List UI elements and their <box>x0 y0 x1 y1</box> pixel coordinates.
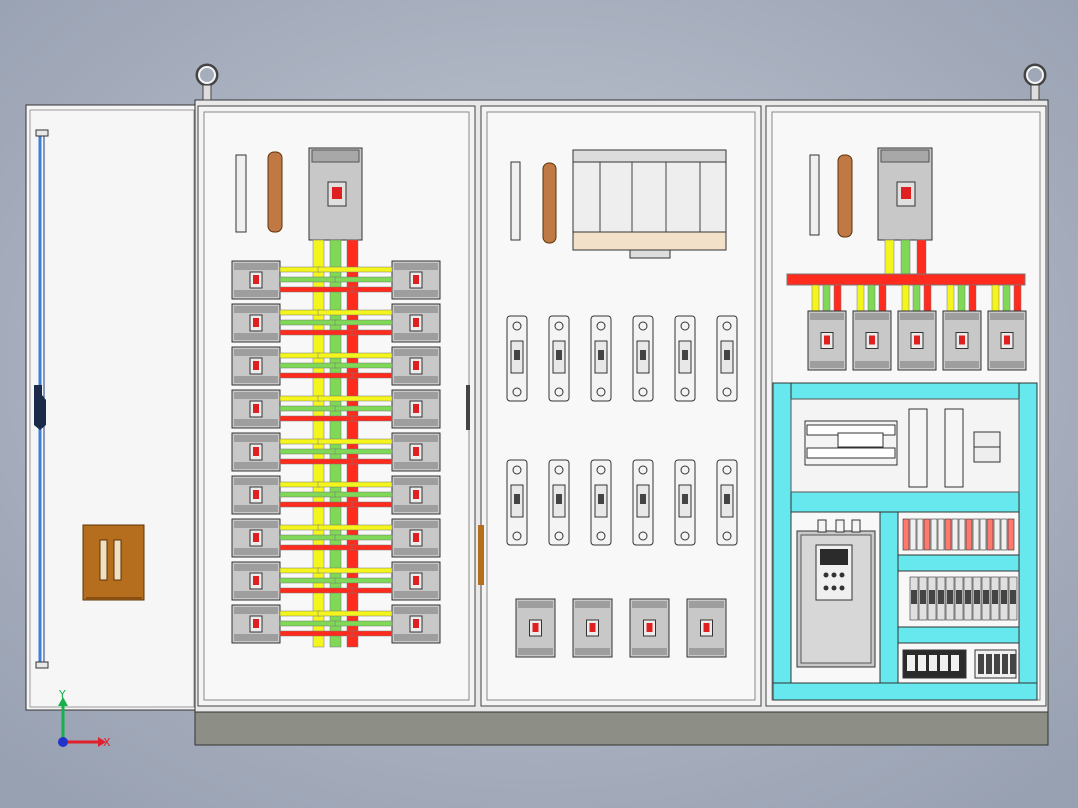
copper-ground-bar <box>837 154 853 238</box>
branch-breaker[interactable] <box>231 303 281 343</box>
branch-breaker[interactable] <box>231 346 281 386</box>
relay-block <box>973 431 1001 463</box>
feeder-breakers <box>807 284 1027 371</box>
miniature-breaker[interactable] <box>632 459 654 546</box>
branch-breaker[interactable] <box>391 561 441 601</box>
miniature-breaker[interactable] <box>590 459 612 546</box>
miniature-breaker[interactable] <box>548 459 570 546</box>
feeder-breaker[interactable] <box>807 310 847 371</box>
branch-breaker[interactable] <box>231 260 281 300</box>
branch-breaker[interactable] <box>391 346 441 386</box>
feeder-breaker[interactable] <box>852 310 892 371</box>
moulded-case-breaker[interactable] <box>629 598 670 658</box>
branch-breaker[interactable] <box>391 303 441 343</box>
branch-breaker-rows <box>231 260 441 644</box>
main-breaker-left[interactable] <box>308 147 363 241</box>
axis-y-label: Y <box>58 688 66 701</box>
miniature-breaker[interactable] <box>632 315 654 402</box>
miniature-breaker[interactable] <box>674 315 696 402</box>
mccb-row <box>515 598 727 658</box>
branch-breaker[interactable] <box>231 604 281 644</box>
relay-rows <box>902 518 1018 679</box>
fuse-switch-disconnector[interactable] <box>572 149 727 259</box>
miniature-breaker[interactable] <box>548 315 570 402</box>
power-supply <box>908 408 964 488</box>
moulded-case-breaker[interactable] <box>686 598 727 658</box>
lifting-eye-icon <box>1023 63 1047 101</box>
feeder-breaker[interactable] <box>987 310 1027 371</box>
mcb-grid <box>506 315 738 546</box>
branch-breaker[interactable] <box>231 561 281 601</box>
branch-breaker[interactable] <box>391 518 441 558</box>
frequency-inverter[interactable] <box>796 519 876 668</box>
feeder-breaker[interactable] <box>897 310 937 371</box>
branch-breaker[interactable] <box>391 260 441 300</box>
moulded-case-breaker[interactable] <box>572 598 613 658</box>
miniature-breaker[interactable] <box>716 315 738 402</box>
branch-breaker[interactable] <box>391 604 441 644</box>
feeder-breaker[interactable] <box>942 310 982 371</box>
branch-breaker[interactable] <box>231 518 281 558</box>
branch-breaker[interactable] <box>391 432 441 472</box>
open-door <box>25 104 199 711</box>
copper-ground-bar <box>542 162 557 244</box>
axis-x-label: X <box>103 736 111 749</box>
axis-triad-icon: X Y <box>58 688 111 749</box>
miniature-breaker[interactable] <box>506 459 528 546</box>
branch-breaker[interactable] <box>391 389 441 429</box>
miniature-breaker[interactable] <box>590 315 612 402</box>
branch-breaker[interactable] <box>231 389 281 429</box>
miniature-breaker[interactable] <box>674 459 696 546</box>
branch-breaker[interactable] <box>231 475 281 515</box>
moulded-case-breaker[interactable] <box>515 598 556 658</box>
lifting-eye-icon <box>195 63 219 101</box>
plc-module[interactable] <box>804 420 898 466</box>
terminal-strip <box>809 154 820 236</box>
terminal-strip <box>510 161 521 241</box>
miniature-breaker[interactable] <box>506 315 528 402</box>
copper-ground-bar <box>267 151 283 233</box>
branch-breaker[interactable] <box>391 475 441 515</box>
terminal-strip <box>235 154 247 233</box>
horizontal-busbar <box>786 273 1026 286</box>
main-breaker-right[interactable] <box>877 147 933 241</box>
door-handle-icon[interactable] <box>82 524 145 601</box>
branch-breaker[interactable] <box>231 432 281 472</box>
miniature-breaker[interactable] <box>716 459 738 546</box>
